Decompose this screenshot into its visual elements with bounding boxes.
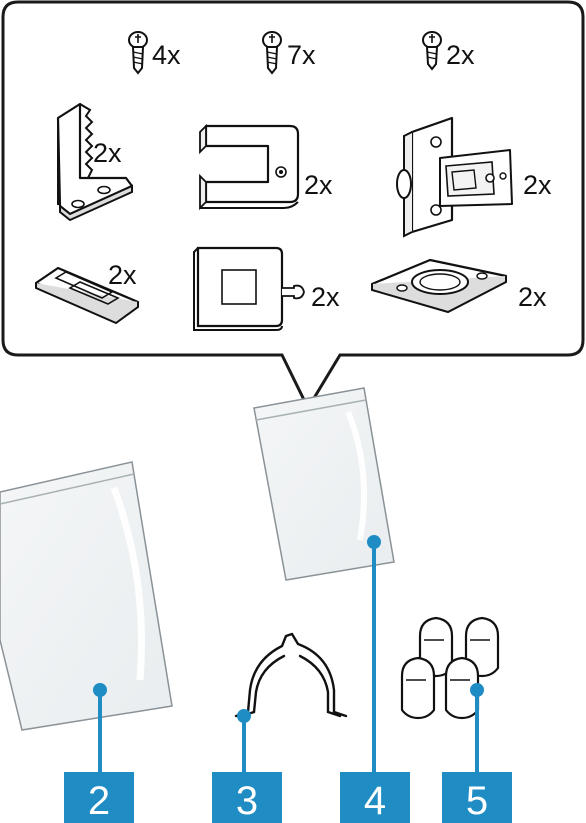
hinge-qty: 2x (523, 170, 552, 200)
svg-text:4: 4 (364, 779, 386, 823)
svg-text:3: 3 (236, 779, 258, 823)
svg-text:5: 5 (466, 779, 488, 823)
frame-clip-qty: 2x (304, 170, 333, 200)
angle-bracket-qty: 2x (93, 138, 122, 168)
hook-clips-icon (402, 618, 498, 718)
callout-badge-3: 3 (212, 772, 282, 823)
large-bag-icon (0, 462, 172, 730)
screw-3-qty: 2x (446, 40, 475, 70)
screw-2-qty: 7x (287, 40, 316, 70)
wire-clip-icon (236, 634, 346, 716)
flange-plate-qty: 2x (518, 282, 547, 312)
callout-badge-2: 2 (64, 772, 134, 823)
square-block-qty: 2x (311, 282, 340, 312)
slotted-plate-qty: 2x (108, 260, 137, 290)
svg-text:2: 2 (88, 779, 110, 823)
callout-badge-5: 5 (442, 772, 512, 823)
callout-badge-4: 4 (340, 772, 410, 823)
screw-1-qty: 4x (152, 40, 181, 70)
